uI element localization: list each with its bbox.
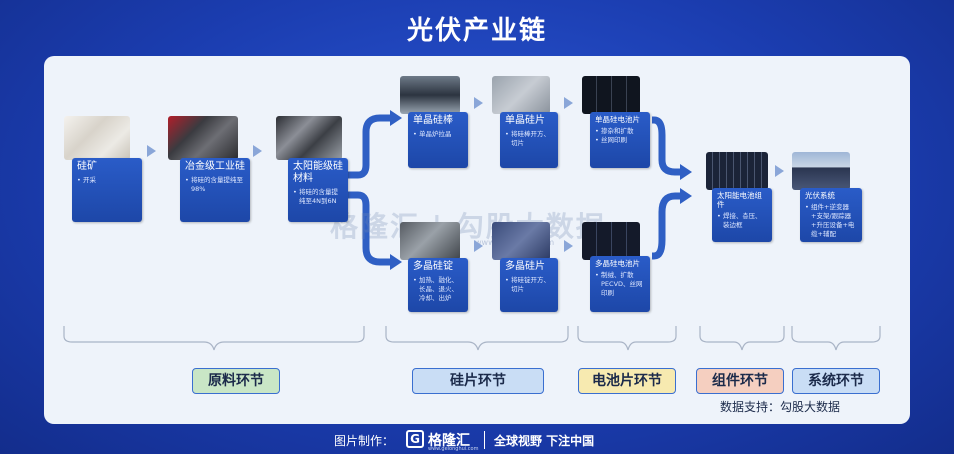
node-solar-module: 太阳能电池组件 焊接、층压、装边框 [712,188,772,242]
arrow-rod-to-mono-wafer [474,97,483,109]
footer-divider [484,431,485,449]
arrow-ore-to-mg [147,145,156,157]
node-title: 光伏系统 [805,191,835,200]
node-bullet: 将硅的含量提纯至4N到6N [293,188,343,206]
poly-cell-image [582,222,640,260]
slogan: 全球视野 下注中国 [494,434,595,448]
solar-grade-silicon-image [276,116,342,160]
node-poly-silicon-wafer: 多晶硅片 将硅锭开方、切片 [500,258,558,312]
mono-rod-image [400,76,460,114]
node-title: 冶金级工业硅 [185,161,245,172]
node-title: 太阳能电池组件 [717,191,762,209]
node-bullet: 将硅的含量提纯至98% [185,176,245,194]
split-down-arrowhead [390,254,402,270]
stage-label-wafer: 硅片环节 [412,368,544,394]
node-poly-silicon-cell: 多晶硅电池片 制绒、扩散PECVD、丝网印刷 [590,256,650,312]
brand-logo-icon: G [406,430,424,448]
node-bullet: 组件+逆变器+支架/跟踪器+升压设备+电缆+辅配 [805,203,857,239]
arrow-poly-wafer-to-cell [564,240,573,252]
node-bullet: 加热、融化、长晶、退火、冷却、出炉 [413,276,463,303]
brand-name: 格隆汇 [428,433,470,449]
stage-label-system: 系统环节 [792,368,880,394]
merge-bottom-connector [652,192,682,260]
split-up-connector [345,114,392,179]
node-bullet: 掺杂和扩散 [595,127,645,136]
node-pv-system: 光伏系统 组件+逆变器+支架/跟踪器+升压设备+电缆+辅配 [800,188,862,242]
node-bullet: 焊接、층压、装边框 [717,212,767,230]
node-title: 多晶硅片 [505,261,545,272]
node-title: 单晶硅棒 [413,115,453,126]
pv-system-image [792,152,850,190]
node-mono-silicon-rod: 单晶硅棒 单晶炉拉晶 [408,112,468,168]
merge-top-connector [652,116,682,176]
brace-cell [577,326,677,351]
watermark: 格隆汇 | 勾股大数据 [330,210,606,243]
merge-bottom-arrowhead [680,188,692,204]
mono-wafer-image [492,76,550,114]
node-poly-silicon-ingot: 多晶硅锭 加热、融化、长晶、退火、冷却、出炉 [408,258,468,312]
arrow-ingot-to-poly-wafer [474,240,483,252]
node-title: 太阳能级硅材料 [293,161,343,184]
made-by-label: 图片制作： [334,434,395,448]
stage-label-cell: 电池片环节 [578,368,676,394]
node-bullet: 开采 [77,176,137,185]
merge-top-arrowhead [680,164,692,180]
arrow-mono-wafer-to-cell [564,97,573,109]
node-title: 多晶硅电池片 [595,259,640,268]
node-bullet: 丝网印刷 [595,136,645,145]
node-bullet: 将硅棒开方、切片 [505,130,553,148]
arrow-module-to-system [775,165,784,177]
node-mono-silicon-wafer: 单晶硅片 将硅棒开方、切片 [500,112,558,168]
data-source: 数据支持：勾股大数据 [720,400,841,414]
stage-label-raw-material: 原料环节 [192,368,280,394]
brace-wafer [385,326,569,351]
brace-raw [63,326,365,351]
footer: 图片制作： G 格隆汇 www.gelonghui.com 全球视野 下注中国 [0,428,954,454]
node-title: 单晶硅电池片 [595,115,640,124]
solar-module-image [706,152,768,190]
node-mono-silicon-cell: 单晶硅电池片 掺杂和扩散 丝网印刷 [590,112,650,168]
arrow-mg-to-solar [253,145,262,157]
brace-system [791,326,881,351]
node-silicon-ore: 硅矿 开采 [72,158,142,222]
node-title: 硅矿 [77,161,97,172]
mono-cell-image [582,76,640,114]
node-metallurgical-silicon: 冶金级工业硅 将硅的含量提纯至98% [180,158,250,222]
brace-module [699,326,785,351]
split-up-arrowhead [390,110,402,126]
node-bullet: 单晶炉拉晶 [413,130,463,139]
node-bullet: 制绒、扩散PECVD、丝网印刷 [595,271,645,298]
stage-label-module: 组件环节 [696,368,784,394]
silicon-ore-image [64,116,130,160]
split-down-connector [345,191,392,266]
metallurgical-silicon-image [168,116,238,160]
poly-ingot-image [400,222,460,260]
brand-url: www.gelonghui.com [428,446,479,452]
poly-wafer-image [492,222,550,260]
page-title: 光伏产业链 [406,16,547,46]
node-title: 单晶硅片 [505,115,545,126]
node-bullet: 将硅锭开方、切片 [505,276,553,294]
node-title: 多晶硅锭 [413,261,453,272]
node-solar-grade-silicon: 太阳能级硅材料 将硅的含量提纯至4N到6N [288,158,348,222]
